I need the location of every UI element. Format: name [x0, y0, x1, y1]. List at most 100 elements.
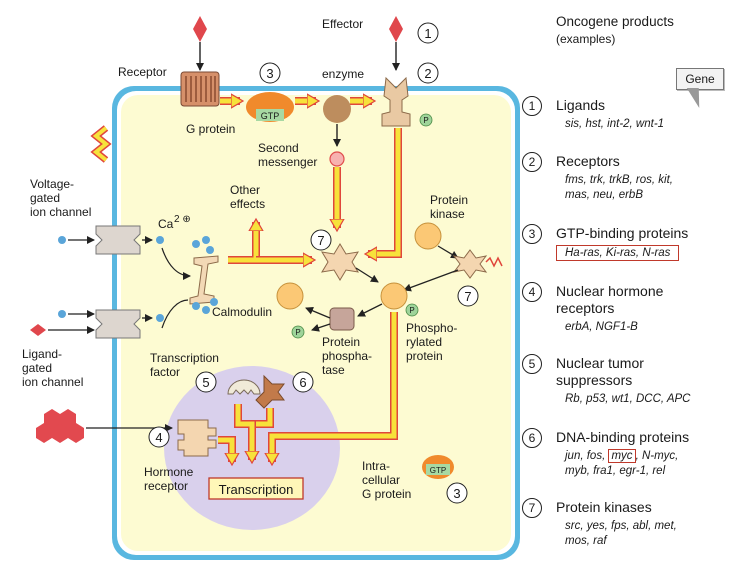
phosphorylated-protein-label: Phospho-: [406, 321, 457, 335]
ion-dot: [192, 240, 200, 248]
ion-dot: [156, 236, 164, 244]
legend-number: 6: [522, 428, 542, 448]
intracellular-g-protein-label: Intra-: [362, 459, 390, 473]
legend-number: 5: [522, 354, 542, 374]
calcium-binding-arrow: [161, 247, 191, 280]
hormone-receptor-icon: [177, 419, 217, 457]
legend-subtitle: (examples): [556, 32, 616, 46]
legend-genes: Rb, p53, wt1, DCC, APC: [565, 393, 691, 405]
legend-genes: Ha-ras, Ki-ras, N-ras: [556, 245, 741, 261]
g-protein-label: G protein: [186, 122, 235, 136]
membrane-kinase-star-icon: [452, 249, 488, 279]
ligand-diamond-icon: [30, 324, 46, 336]
legend-item-name: Nuclear hormone: [556, 283, 664, 299]
ligand-diamond-icon: [193, 16, 207, 42]
marker-number: 4: [155, 430, 162, 445]
marker-number: 6: [299, 375, 306, 390]
phosphate-label: P: [423, 116, 428, 125]
marker-number: 5: [202, 375, 209, 390]
transcription-factor-icon: [227, 379, 261, 395]
legend-item-name: Nuclear tumor: [556, 355, 644, 371]
intracellular-g-protein-label: cellular: [362, 473, 400, 487]
hormone-receptor-label: receptor: [144, 479, 188, 493]
legend-genes: erbA, NGF1-B: [565, 321, 638, 333]
protein-phosphatase-icon: [329, 307, 355, 331]
legend-item-name: Ligands: [556, 97, 606, 113]
voltage-channel-label: Voltage-: [30, 177, 74, 191]
second-messenger-label: Second: [258, 141, 299, 155]
marker-number: 2: [424, 66, 431, 81]
voltage-channel-label: ion channel: [30, 205, 91, 219]
legend-number: 2: [522, 152, 542, 172]
ligand-channel-label: ion channel: [22, 375, 83, 389]
ion-dot: [210, 298, 218, 306]
ion-dot: [58, 236, 66, 244]
effector-label: Effector: [322, 17, 363, 31]
phosphate-label: P: [409, 306, 414, 315]
protein-phosphatase-label: phospha-: [322, 349, 372, 363]
intracellular-g-protein-label: G protein: [362, 487, 411, 501]
legend-genes: fms, trk, trkB, ros, kit,: [565, 174, 673, 186]
legend-item-name-line2: receptors: [556, 300, 615, 316]
calcium-label: Ca: [158, 217, 174, 231]
legend-number: 4: [522, 282, 542, 302]
ion-dot: [58, 310, 66, 318]
legend-genes: myb, fra1, egr-1, rel: [565, 465, 666, 477]
voltage-channel-label: gated: [30, 191, 60, 205]
phosphate-icon: [291, 325, 305, 339]
transcription-factor-label: Transcription: [150, 351, 219, 365]
protein-kinase-label: Protein: [430, 193, 468, 207]
transcription-box: [208, 477, 304, 500]
ligand-diamond-icon: [389, 16, 403, 42]
marker-number: 7: [464, 289, 471, 304]
gene-callout-pointer: [686, 88, 706, 108]
gtp-badge: [256, 109, 284, 121]
gtp-label: GTP: [430, 466, 446, 475]
marker-number: 1: [424, 26, 431, 41]
protein-phosphatase-label: tase: [322, 363, 345, 377]
legend-item-name: DNA-binding proteins: [556, 429, 690, 445]
protein-kinase-icon: [414, 222, 442, 250]
marker-number: 3: [266, 66, 273, 81]
legend-item-name: Receptors: [556, 153, 620, 169]
legend-genes: mas, neu, erbB: [565, 189, 643, 201]
legend-genes: jun, fos, myc, N-myc,: [565, 449, 679, 463]
signal-transduction-diagram: 1 2 3 7 7 5 6 4 3 Receptor G protein GTP…: [22, 16, 520, 560]
ligand-channel-label: Ligand-: [22, 347, 62, 361]
gtp-badge: [426, 464, 450, 475]
circle-number-markers: [148, 22, 479, 504]
legend-genes: src, yes, fps, abl, met,: [565, 520, 677, 532]
legend-item-name: Protein kinases: [556, 499, 652, 515]
ion-dot: [192, 302, 200, 310]
transcription-label: Transcription: [219, 482, 294, 497]
protein-phosphatase-label: Protein: [322, 335, 360, 349]
hormone-receptor-label: Hormone: [144, 465, 194, 479]
protein-icon: [276, 282, 304, 310]
ion-dot: [156, 314, 164, 322]
marker-number: 7: [317, 233, 324, 248]
phosphate-icon: [419, 113, 433, 127]
legend-item-name: GTP-binding proteins: [556, 225, 689, 241]
gtp-label: GTP: [261, 111, 280, 121]
legend-number: 3: [522, 224, 542, 244]
gene-callout: Gene: [676, 68, 724, 90]
phosphorylated-protein-label: rylated: [406, 335, 442, 349]
phosphorylated-protein-label: protein: [406, 349, 443, 363]
calcium-charge-label: 2 ⊕: [174, 214, 191, 225]
phosphate-icon: [405, 303, 419, 317]
legend-title: Oncogene products: [556, 14, 674, 29]
enzyme-label: enzyme: [322, 67, 364, 81]
highlighted-genes: Ha-ras, Ki-ras, N-ras: [556, 245, 680, 261]
second-messenger-icon: [329, 151, 345, 167]
phosphate-label: P: [295, 328, 300, 337]
second-messenger-label: messenger: [258, 155, 317, 169]
effector-protein-icon: [323, 95, 351, 123]
hormone-hexagons-icon: [36, 409, 84, 443]
legend-genes: sis, hst, int-2, wnt-1: [565, 118, 665, 130]
receptor-label: Receptor: [118, 65, 167, 79]
voltage-gated-channel-icon: [95, 225, 141, 255]
ion-dot: [202, 306, 210, 314]
effector-enzyme-icon: [381, 76, 411, 127]
legend-number: 7: [522, 498, 542, 518]
protein-kinase-label: kinase: [430, 207, 465, 221]
